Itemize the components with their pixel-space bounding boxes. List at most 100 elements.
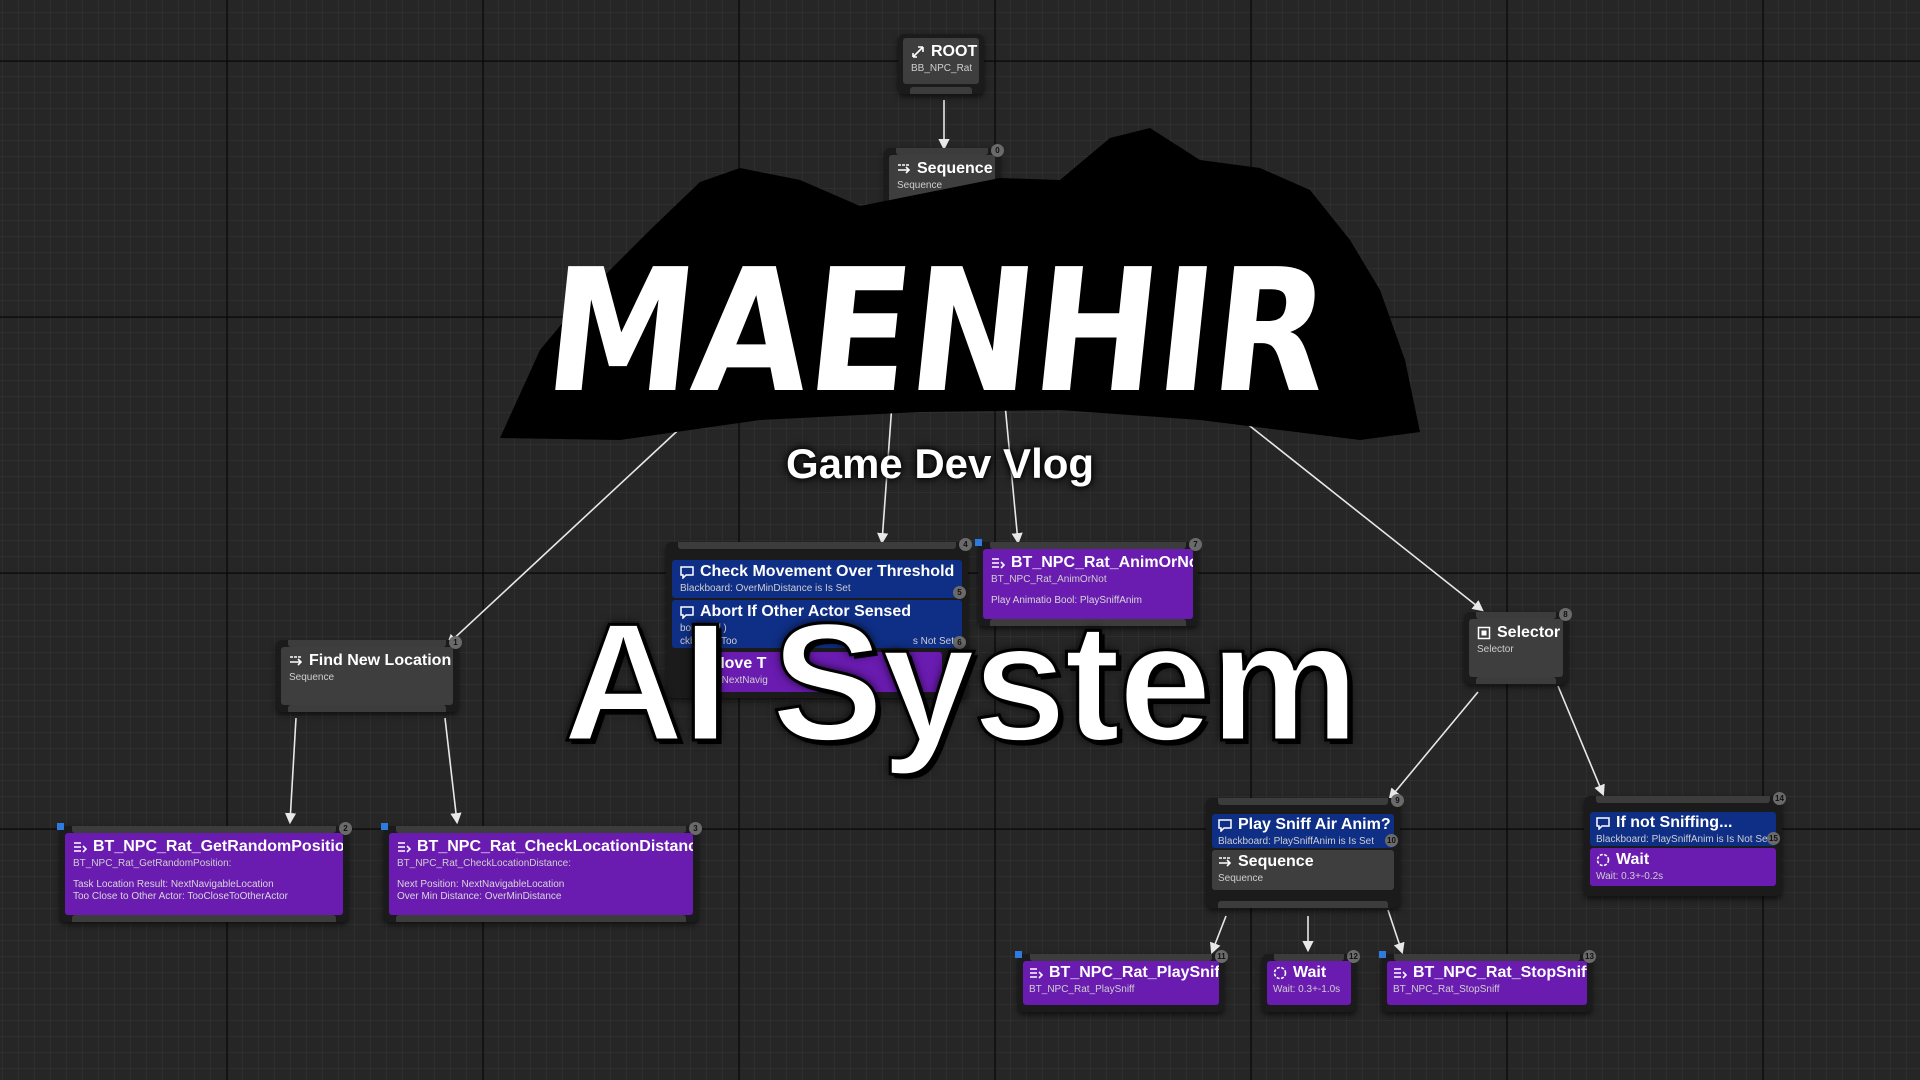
wait-icon — [1273, 966, 1287, 980]
node-subtitle: Blackboard: PlaySniffAnim is Is Set — [1218, 836, 1374, 847]
node-title: Find New Location — [309, 652, 452, 669]
node-title: Abort If Other Actor Sensed — [700, 603, 911, 620]
decorator-icon — [680, 566, 694, 579]
node-if-not-sniffing[interactable]: 14 15 If not Sniffing... Blackboard: Pla… — [1584, 792, 1786, 896]
node-play-sniff[interactable]: 11 BT_NPC_Rat_PlaySniff BT_NPC_Rat_PlayS… — [1015, 950, 1228, 1012]
subtitle-text: Game Dev Vlog — [785, 440, 1095, 487]
node-title: BT_NPC_Rat_GetRandomPosition — [93, 838, 343, 855]
task-icon — [1030, 968, 1043, 979]
execution-index: 10 — [1385, 834, 1398, 847]
decorator-play-sniff-air[interactable]: 10 Play Sniff Air Anim? Blackboard: Play… — [1212, 814, 1398, 848]
execution-index: 8 — [1559, 608, 1572, 621]
node-title: BT_NPC_Rat_StopSniff — [1413, 964, 1587, 981]
wire-find-get — [284, 717, 297, 825]
node-subtitle: Sequence — [897, 180, 943, 191]
decorator-check-movement[interactable]: 5 Check Movement Over Threshold Blackboa… — [672, 560, 966, 599]
node-root[interactable]: ROOT BB_NPC_Rat — [898, 34, 984, 94]
node-stop-sniff[interactable]: 13 BT_NPC_Rat_StopSniff BT_NPC_Rat_StopS… — [1379, 950, 1596, 1012]
node-subtitle: BT_NPC_Rat_StopSniff — [1393, 984, 1500, 995]
node-find-new-location[interactable]: 1 Find New Location Sequence — [276, 636, 462, 712]
node-subtitle: borts self ) — [680, 623, 727, 634]
node-title: ROOT — [931, 43, 978, 60]
execution-index: 9 — [1391, 794, 1404, 807]
node-subtitle: Selector — [1477, 644, 1514, 655]
node-sniff-sequence[interactable]: 9 10 Play Sniff Air Anim? Blackboard: Pl… — [1206, 794, 1404, 908]
task-icon — [398, 842, 411, 853]
logo-wordmark: MAENHIR — [537, 233, 1338, 430]
node-title: BT_NPC_Rat_CheckLocationDistance — [417, 838, 693, 855]
execution-index: 14 — [1773, 792, 1786, 805]
execution-index: 15 — [1767, 832, 1780, 845]
node-title: Sequence — [917, 160, 993, 177]
node-subtitle: eTo: NextNavig — [700, 675, 768, 686]
execution-index: 4 — [959, 538, 972, 551]
node-selector[interactable]: 8 Selector Selector — [1464, 608, 1572, 684]
task-icon: › — [700, 655, 706, 672]
decorator-icon — [1218, 819, 1232, 832]
node-title: If not Sniffing... — [1616, 814, 1733, 831]
logo-backdrop-shape — [500, 128, 1420, 440]
composite-sequence-sniff[interactable]: Sequence Sequence — [1212, 850, 1394, 890]
node-title: Wait — [1293, 964, 1327, 981]
root-icon — [912, 46, 924, 58]
node-subtitle: BT_NPC_Rat_PlaySniff — [1029, 984, 1135, 995]
execution-index: 6 — [953, 636, 966, 649]
decorator-icon — [680, 606, 694, 619]
node-property: Over Min Distance: OverMinDistance — [397, 891, 562, 902]
node-subtitle: s Not Set — [912, 636, 954, 647]
wire-find-checkloc — [444, 717, 462, 825]
headline-text: AI System — [561, 588, 1360, 776]
node-subtitle: Wait: 0.3+-1.0s — [1273, 984, 1341, 995]
node-title: Wait — [1616, 851, 1650, 868]
execution-index: 7 — [1189, 538, 1202, 551]
task-icon — [1394, 968, 1407, 979]
execution-index: 0 — [991, 144, 1004, 157]
decorator-abort-if-sensed[interactable]: 6 Abort If Other Actor Sensed borts self… — [672, 600, 966, 649]
execution-index: 13 — [1583, 950, 1596, 963]
selector-icon — [1477, 626, 1491, 640]
wire-selector-ifnot — [1557, 685, 1605, 797]
maenhir-logo: MAENHIR — [500, 120, 1420, 450]
node-subtitle: BT_NPC_Rat_GetRandomPosition: — [73, 858, 232, 869]
wire-sniff-play — [1210, 915, 1227, 955]
node-wait-a[interactable]: 12 Wait Wait: 0.3+-1.0s — [1262, 950, 1360, 1012]
node-title: BT_NPC_Rat_AnimOrNot — [1011, 554, 1193, 571]
task-icon — [74, 842, 87, 853]
node-property: Play Animatio Bool: PlaySniffAnim — [991, 595, 1143, 606]
task-move-to[interactable]: › Move T eTo: NextNavig — [692, 652, 942, 692]
node-subtitle: BB_NPC_Rat — [911, 63, 973, 74]
wire-selector-play — [1388, 691, 1479, 800]
node-subtitle: Blackboard: PlaySniffAnim is Is Not Set — [1596, 834, 1771, 845]
execution-index: 11 — [1215, 950, 1228, 963]
node-title: Sequence — [1238, 853, 1314, 870]
wait-icon — [1596, 853, 1610, 867]
node-subtitle: Blackboard: OverMinDistance is Is Set — [680, 583, 851, 594]
task-wait-b[interactable]: Wait Wait: 0.3+-0.2s — [1590, 848, 1776, 886]
sequence-icon — [898, 164, 911, 174]
sequence-icon — [1219, 857, 1232, 867]
node-subtitle: BT_NPC_Rat_AnimOrNot — [991, 574, 1107, 585]
sequence-icon — [290, 656, 303, 666]
node-anim-or-not[interactable]: 7 BT_NPC_Rat_AnimOrNot BT_NPC_Rat_AnimOr… — [975, 538, 1202, 626]
execution-index: 2 — [339, 822, 352, 835]
node-title: BT_NPC_Rat_PlaySniff — [1049, 964, 1219, 981]
node-title: Selector — [1497, 624, 1561, 641]
decorator-if-not-sniffing[interactable]: 15 If not Sniffing... Blackboard: PlaySn… — [1590, 812, 1780, 846]
node-subtitle: Wait: 0.3+-0.2s — [1596, 871, 1664, 882]
node-subtitle: BT_NPC_Rat_CheckLocationDistance: — [397, 858, 571, 869]
node-title: Move T — [711, 655, 767, 672]
node-check-location-distance[interactable]: 3 BT_NPC_Rat_CheckLocationDistance BT_NP… — [381, 822, 702, 922]
node-property: Next Position: NextNavigableLocation — [397, 879, 565, 890]
decorator-icon — [1596, 817, 1610, 830]
node-title: Play Sniff Air Anim? — [1238, 816, 1391, 833]
task-icon — [992, 558, 1005, 569]
execution-index: 1 — [449, 636, 462, 649]
node-move-to-group[interactable]: 4 5 Check Movement Over Threshold Blackb… — [666, 538, 972, 698]
execution-index: 12 — [1347, 950, 1360, 963]
node-subtitle: Sequence — [289, 672, 335, 683]
node-get-random-position[interactable]: 2 BT_NPC_Rat_GetRandomPosition BT_NPC_Ra… — [57, 822, 352, 922]
logo-text: MAENHIR — [537, 233, 1338, 430]
node-property: Too Close to Other Actor: TooCloseToOthe… — [73, 891, 288, 902]
node-subtitle: Sequence — [1218, 873, 1264, 884]
node-title: Check Movement Over Threshold — [700, 563, 955, 580]
